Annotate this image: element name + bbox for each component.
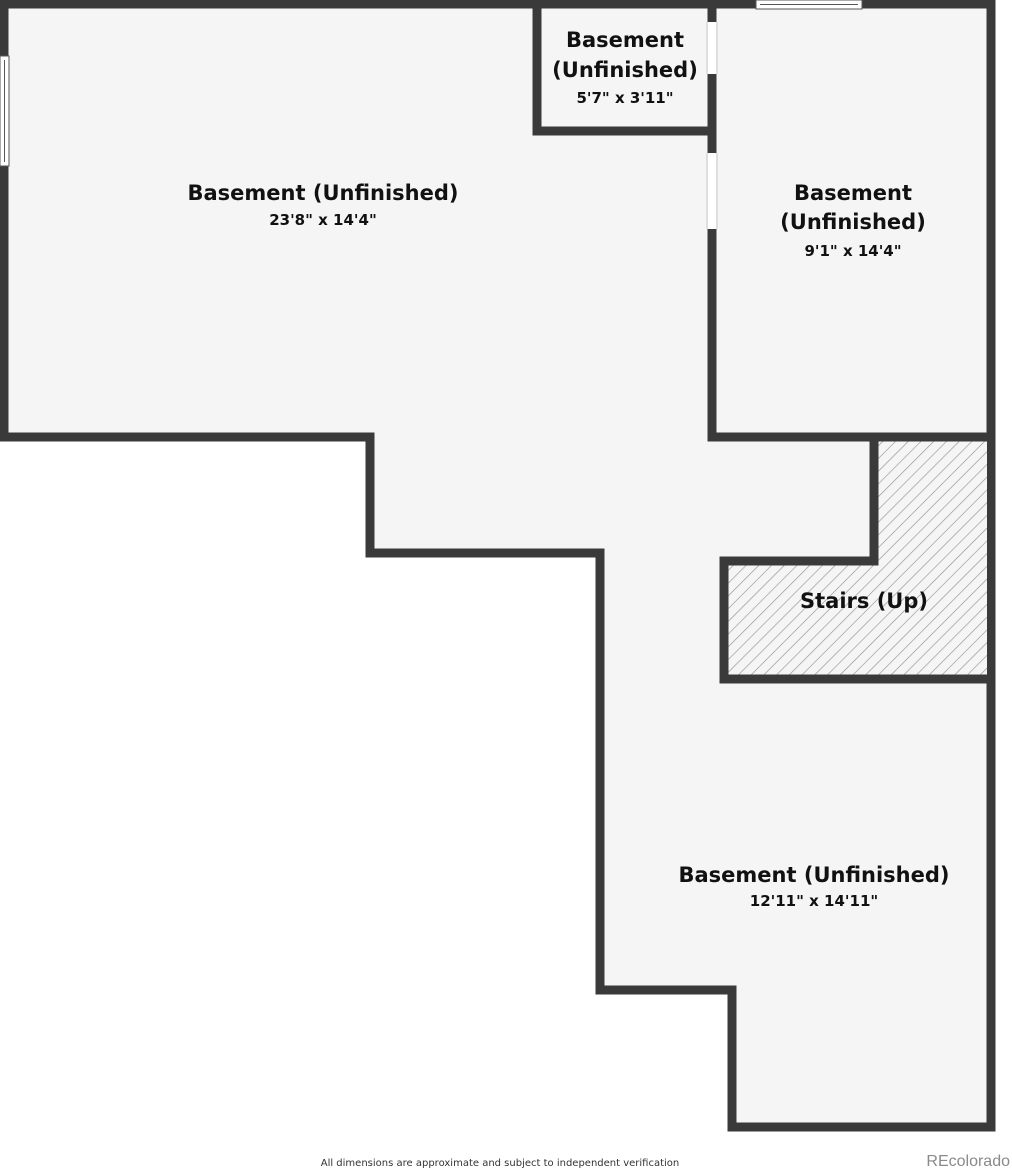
room-dimensions: 5'7" x 3'11" xyxy=(576,89,673,107)
disclaimer-text: All dimensions are approximate and subje… xyxy=(320,1158,680,1169)
room-dimensions: 12'11" x 14'11" xyxy=(750,892,878,910)
room-label: Basement (Unfinished) xyxy=(188,181,459,205)
room-label: Basement xyxy=(794,181,912,205)
watermark-logo: REcolorado xyxy=(926,1153,1010,1170)
room-label: (Unfinished) xyxy=(552,58,698,82)
door-opening xyxy=(706,22,718,74)
openings xyxy=(0,0,863,229)
stairs-label: Stairs (Up) xyxy=(800,589,928,613)
room-dimensions: 9'1" x 14'4" xyxy=(804,242,901,260)
door-opening xyxy=(706,153,718,229)
basement-floor xyxy=(0,0,996,1132)
room-label: Basement xyxy=(566,28,684,52)
stairs-area xyxy=(724,437,987,679)
room-dimensions: 23'8" x 14'4" xyxy=(269,211,377,229)
room-label: (Unfinished) xyxy=(780,210,926,234)
room-label: Basement (Unfinished) xyxy=(679,863,950,887)
